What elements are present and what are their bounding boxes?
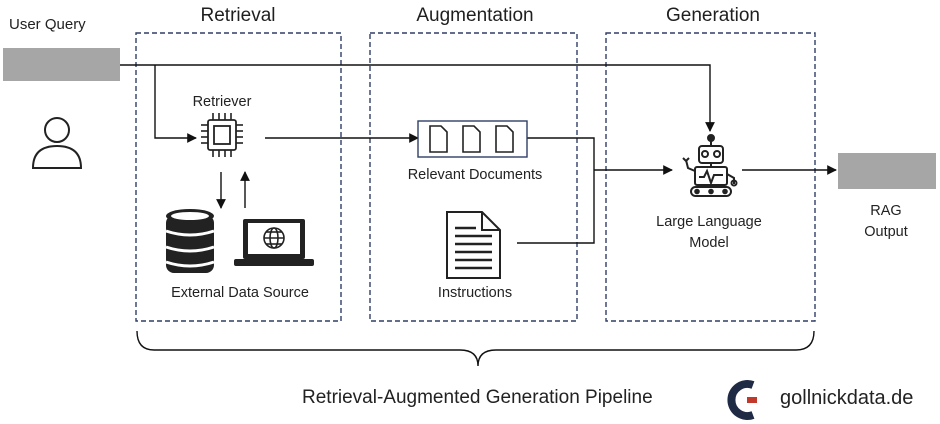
instructions-label: Instructions	[437, 285, 513, 301]
model-label-line2: Model	[689, 235, 729, 251]
rag-output-label-line2: Output	[864, 224, 908, 240]
external-data-source-label: External Data Source	[171, 285, 309, 301]
generation-box	[605, 32, 816, 322]
docs-to-merge-line	[527, 137, 595, 170]
database-icon	[165, 209, 215, 273]
retriever-label: Retriever	[192, 94, 252, 110]
logo-icon	[727, 380, 757, 420]
pipeline-brace	[136, 330, 815, 367]
connectors	[120, 64, 837, 244]
instructions-to-merge-line	[517, 170, 595, 244]
model-label-line1: Large Language	[656, 214, 762, 230]
augmentation-title: Augmentation	[416, 5, 534, 26]
document-icon	[446, 211, 501, 279]
generation-title: Generation	[665, 5, 761, 26]
rag-output-block	[838, 153, 936, 189]
user-query-label: User Query	[9, 16, 86, 33]
brand-label: gollnickdata.de	[780, 387, 914, 409]
user-icon	[31, 117, 83, 169]
rag-output-label-line1: RAG	[870, 203, 902, 219]
query-to-llm-arrow	[120, 64, 715, 132]
query-to-retriever-arrow	[154, 65, 197, 143]
laptop-globe-icon	[234, 219, 314, 266]
pipeline-label: Retrieval-Augmented Generation Pipeline	[302, 387, 653, 408]
documents-icon	[417, 120, 528, 158]
user-query-block	[3, 48, 120, 81]
chip-icon	[201, 113, 243, 157]
robot-icon	[682, 134, 738, 197]
retrieval-title: Retrieval	[200, 5, 276, 26]
retrieval-box	[135, 32, 342, 322]
relevant-documents-label: Relevant Documents	[407, 167, 543, 183]
